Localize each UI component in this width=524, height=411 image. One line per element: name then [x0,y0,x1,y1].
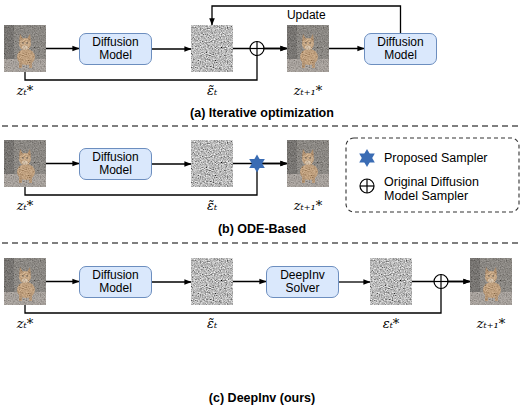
noise-image [191,140,233,187]
noise-image-node: ε̃ₜ [191,140,233,187]
connector-arrow [329,48,364,49]
box-label: Diffusion Model [83,151,148,177]
connector-arrow [46,163,79,164]
latent-image-node: zₜ₊₁* [470,258,512,305]
legend-text: Proposed Sampler [384,151,516,165]
noise-image-node: εₜ* [370,258,412,305]
connector-arrow [25,49,287,81]
connector-arrow [233,281,266,282]
process-box: Diffusion Model [79,33,152,65]
noisy-image [287,140,329,187]
latent-image-node: zₜ* [4,25,46,72]
variable-label: zₜ₊₁* [477,316,506,331]
noise-image [191,25,233,72]
process-box: DeepInv Solver [266,266,339,298]
connector-arrow [339,281,370,282]
variable-label: zₜ* [17,316,34,331]
latent-image-node: zₜ* [4,258,46,305]
connector-arrow [412,281,470,282]
variable-label: εₜ* [383,316,400,331]
process-box: Diffusion Model [79,148,152,180]
panel-separator [2,242,522,243]
variable-label: zₜ₊₁* [294,83,323,98]
latent-image-node: zₜ₊₁* [287,25,329,72]
panel-caption: (a) Iterative optimization [190,106,334,120]
noise-image-node: ε̃ₜ [191,258,233,305]
box-label: Diffusion Model [83,36,148,62]
connector-arrow [152,48,191,49]
noise-image-node: ε̃ₜ [191,25,233,72]
latent-image-node: zₜ₊₁* [287,140,329,187]
connector-arrow [233,163,287,164]
connector-arrow [152,281,191,282]
connector-arrow [212,6,401,33]
edge-label: Update [287,9,326,22]
panel-caption: (c) DeepInv (ours) [209,391,315,405]
sampler-plus-symbol [250,42,264,56]
legend-plus-sample [360,179,374,193]
noisy-image [287,25,329,72]
legend-text: Original Diffusion Model Sampler [384,175,516,203]
variable-label: ε̃ₜ [207,198,217,213]
latent-image-node: zₜ* [4,140,46,187]
noisy-image [4,140,46,187]
variable-label: zₜ₊₁* [294,198,323,213]
variable-label: ε̃ₜ [207,83,217,98]
noisy-image [470,258,512,305]
legend-star-sample [359,149,375,167]
box-label: DeepInv Solver [270,269,335,295]
connector-arrow [46,281,79,282]
connector-arrow [233,48,287,49]
proposed-sampler-star [249,155,265,173]
connector-arrow [25,164,287,196]
variable-label: zₜ* [17,83,34,98]
process-box: Diffusion Model [364,33,437,65]
connector-arrow [46,48,79,49]
noisy-image [4,25,46,72]
variable-label: zₜ* [17,198,34,213]
sampler-plus-symbol [434,275,448,289]
box-label: Diffusion Model [368,36,433,62]
noise-image [191,258,233,305]
box-label: Diffusion Model [83,269,148,295]
variable-label: ε̃ₜ [207,316,217,331]
connector-arrow [152,163,191,164]
process-box: Diffusion Model [79,266,152,298]
panel-caption: (b) ODE-Based [218,222,306,236]
noisy-image [4,258,46,305]
panel-separator [2,125,522,126]
legend-frame [346,138,519,212]
noise-image [370,258,412,305]
